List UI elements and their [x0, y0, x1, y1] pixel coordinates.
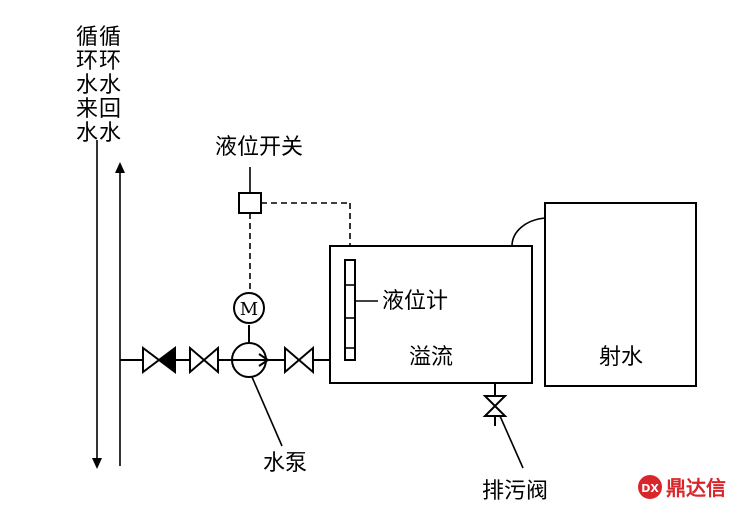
drain-valve: 排污阀 — [482, 383, 548, 504]
pump-icon — [231, 342, 270, 378]
watermark: DX 鼎达信 — [638, 475, 726, 500]
overflow-tank-label: 溢流 — [409, 345, 453, 370]
overflow-tank: 溢流 — [329, 245, 533, 384]
pump-leader — [251, 376, 283, 447]
watermark-text: 鼎达信 — [666, 476, 726, 500]
return-line: 循环水回水 — [99, 25, 125, 466]
gate-valve-icon — [284, 345, 314, 375]
return-line-label: 循环水回水 — [99, 25, 121, 146]
overflow-connection — [511, 217, 546, 247]
level-gauge: 液位计 — [344, 259, 448, 361]
jet-tank: 射水 — [544, 202, 697, 387]
motor-icon: M — [233, 292, 265, 343]
drain-valve-icon — [482, 395, 508, 417]
motor-label: M — [240, 299, 258, 320]
watermark-icon-text: DX — [641, 482, 659, 495]
supply-line-label: 循环水来水 — [76, 25, 98, 146]
drain-valve-label: 排污阀 — [482, 479, 548, 504]
watermark-logo-icon — [638, 475, 662, 499]
jet-tank-label: 射水 — [599, 345, 643, 370]
check-valve-icon — [142, 346, 176, 374]
up-arrow-icon — [115, 162, 125, 173]
level-switch-label: 液位开关 — [215, 135, 303, 160]
level-switch: 液位开关 — [215, 135, 351, 292]
level-switch-box — [238, 192, 262, 214]
down-arrow-icon — [92, 458, 102, 469]
level-gauge-label: 液位计 — [382, 289, 448, 314]
supply-line: 循环水来水 — [76, 25, 102, 469]
gate-valve-icon — [189, 345, 219, 375]
drain-valve-leader — [499, 415, 524, 469]
pump-label: 水泵 — [263, 451, 307, 476]
